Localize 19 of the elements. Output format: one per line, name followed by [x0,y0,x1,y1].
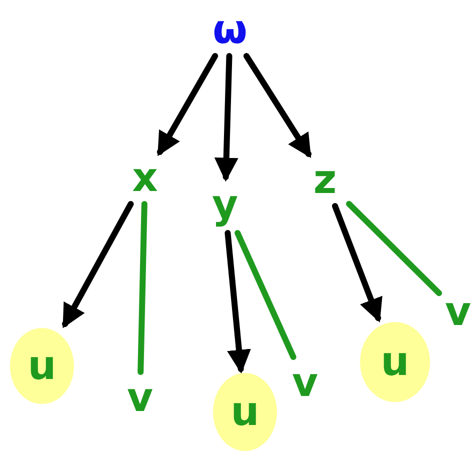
node-label: v [444,292,472,332]
node-label: u [380,342,410,382]
node-label: u [230,392,260,432]
node-label: ω [212,10,248,50]
arrow [62,201,134,328]
arrow [243,53,312,158]
node-label: v [292,363,318,403]
node-label: u [28,346,56,386]
arrow [224,230,251,374]
arrow [156,53,218,156]
node-label: x [132,158,158,198]
connector-line [234,230,296,360]
connector-line [346,200,442,296]
connector-line [138,201,148,375]
node-label: z [313,160,337,200]
arrow [214,53,238,182]
node-label: y [212,185,238,225]
node-label: v [126,378,154,418]
arrow [332,203,382,322]
